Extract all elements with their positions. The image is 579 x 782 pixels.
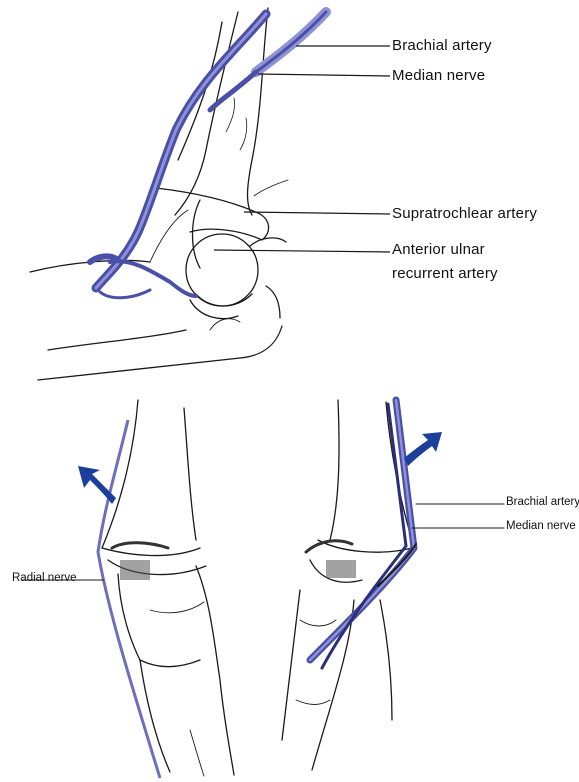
upper-vessels — [90, 12, 326, 298]
lower-right-retraction-arrow — [404, 432, 442, 466]
label-supratrochlear-artery: Supratrochlear artery — [392, 205, 537, 222]
label-brachial-artery-top: Brachial artery — [392, 37, 492, 54]
label-brachial-artery-bottom: Brachial artery — [506, 496, 579, 508]
label-median-nerve-bottom: Median nerve — [506, 520, 576, 532]
label-median-nerve-top: Median nerve — [392, 67, 485, 84]
label-recurrent-artery: recurrent artery — [392, 265, 498, 282]
upper-elbow-illustration — [30, 8, 288, 380]
label-radial-nerve: Radial nerve — [12, 572, 77, 584]
lower-right-elbow-illustration — [282, 400, 412, 770]
lower-left-elbow-illustration — [102, 400, 234, 776]
label-anterior-ulnar: Anterior ulnar — [392, 241, 485, 258]
